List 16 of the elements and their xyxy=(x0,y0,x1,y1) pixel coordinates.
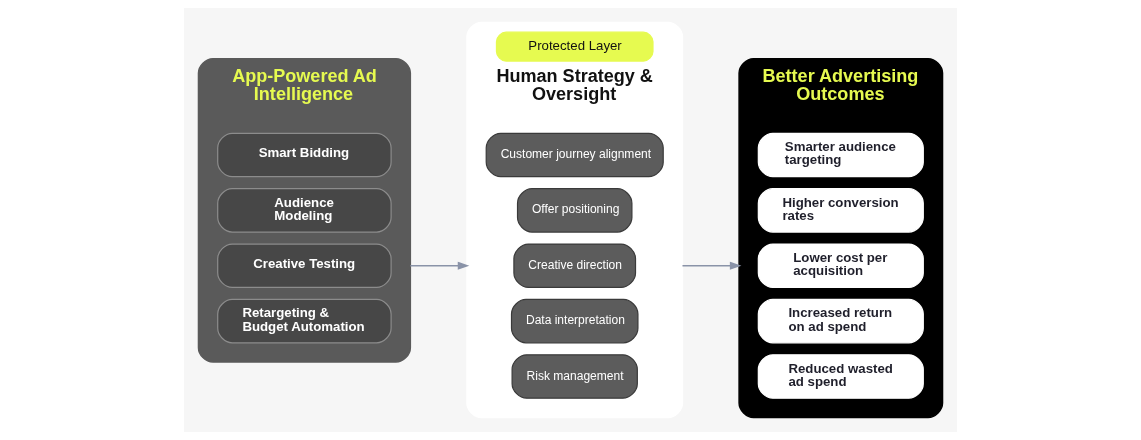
node-box: Creative direction xyxy=(513,243,637,289)
node-box: Smart Bidding xyxy=(217,132,392,178)
node-box: Creative Testing xyxy=(217,243,392,289)
node-box: Increased return on ad spend xyxy=(757,298,924,344)
node-box: Offer positioning xyxy=(516,188,633,233)
node-box: Reduced wasted ad spend xyxy=(757,354,924,399)
node-box: Higher conversion rates xyxy=(757,188,924,233)
node-box: Customer journey alignment xyxy=(485,132,664,178)
node-box: Data interpretation xyxy=(510,298,639,344)
node-box: Risk management xyxy=(511,354,638,399)
node-box: Audience Modeling xyxy=(217,188,392,233)
node-box: Retargeting & Budget Automation xyxy=(217,298,392,344)
arrow xyxy=(681,261,742,270)
arrow xyxy=(409,261,470,270)
node-box: Smarter audience targeting xyxy=(757,132,924,178)
node-box: Lower cost per acquisition xyxy=(757,243,924,289)
